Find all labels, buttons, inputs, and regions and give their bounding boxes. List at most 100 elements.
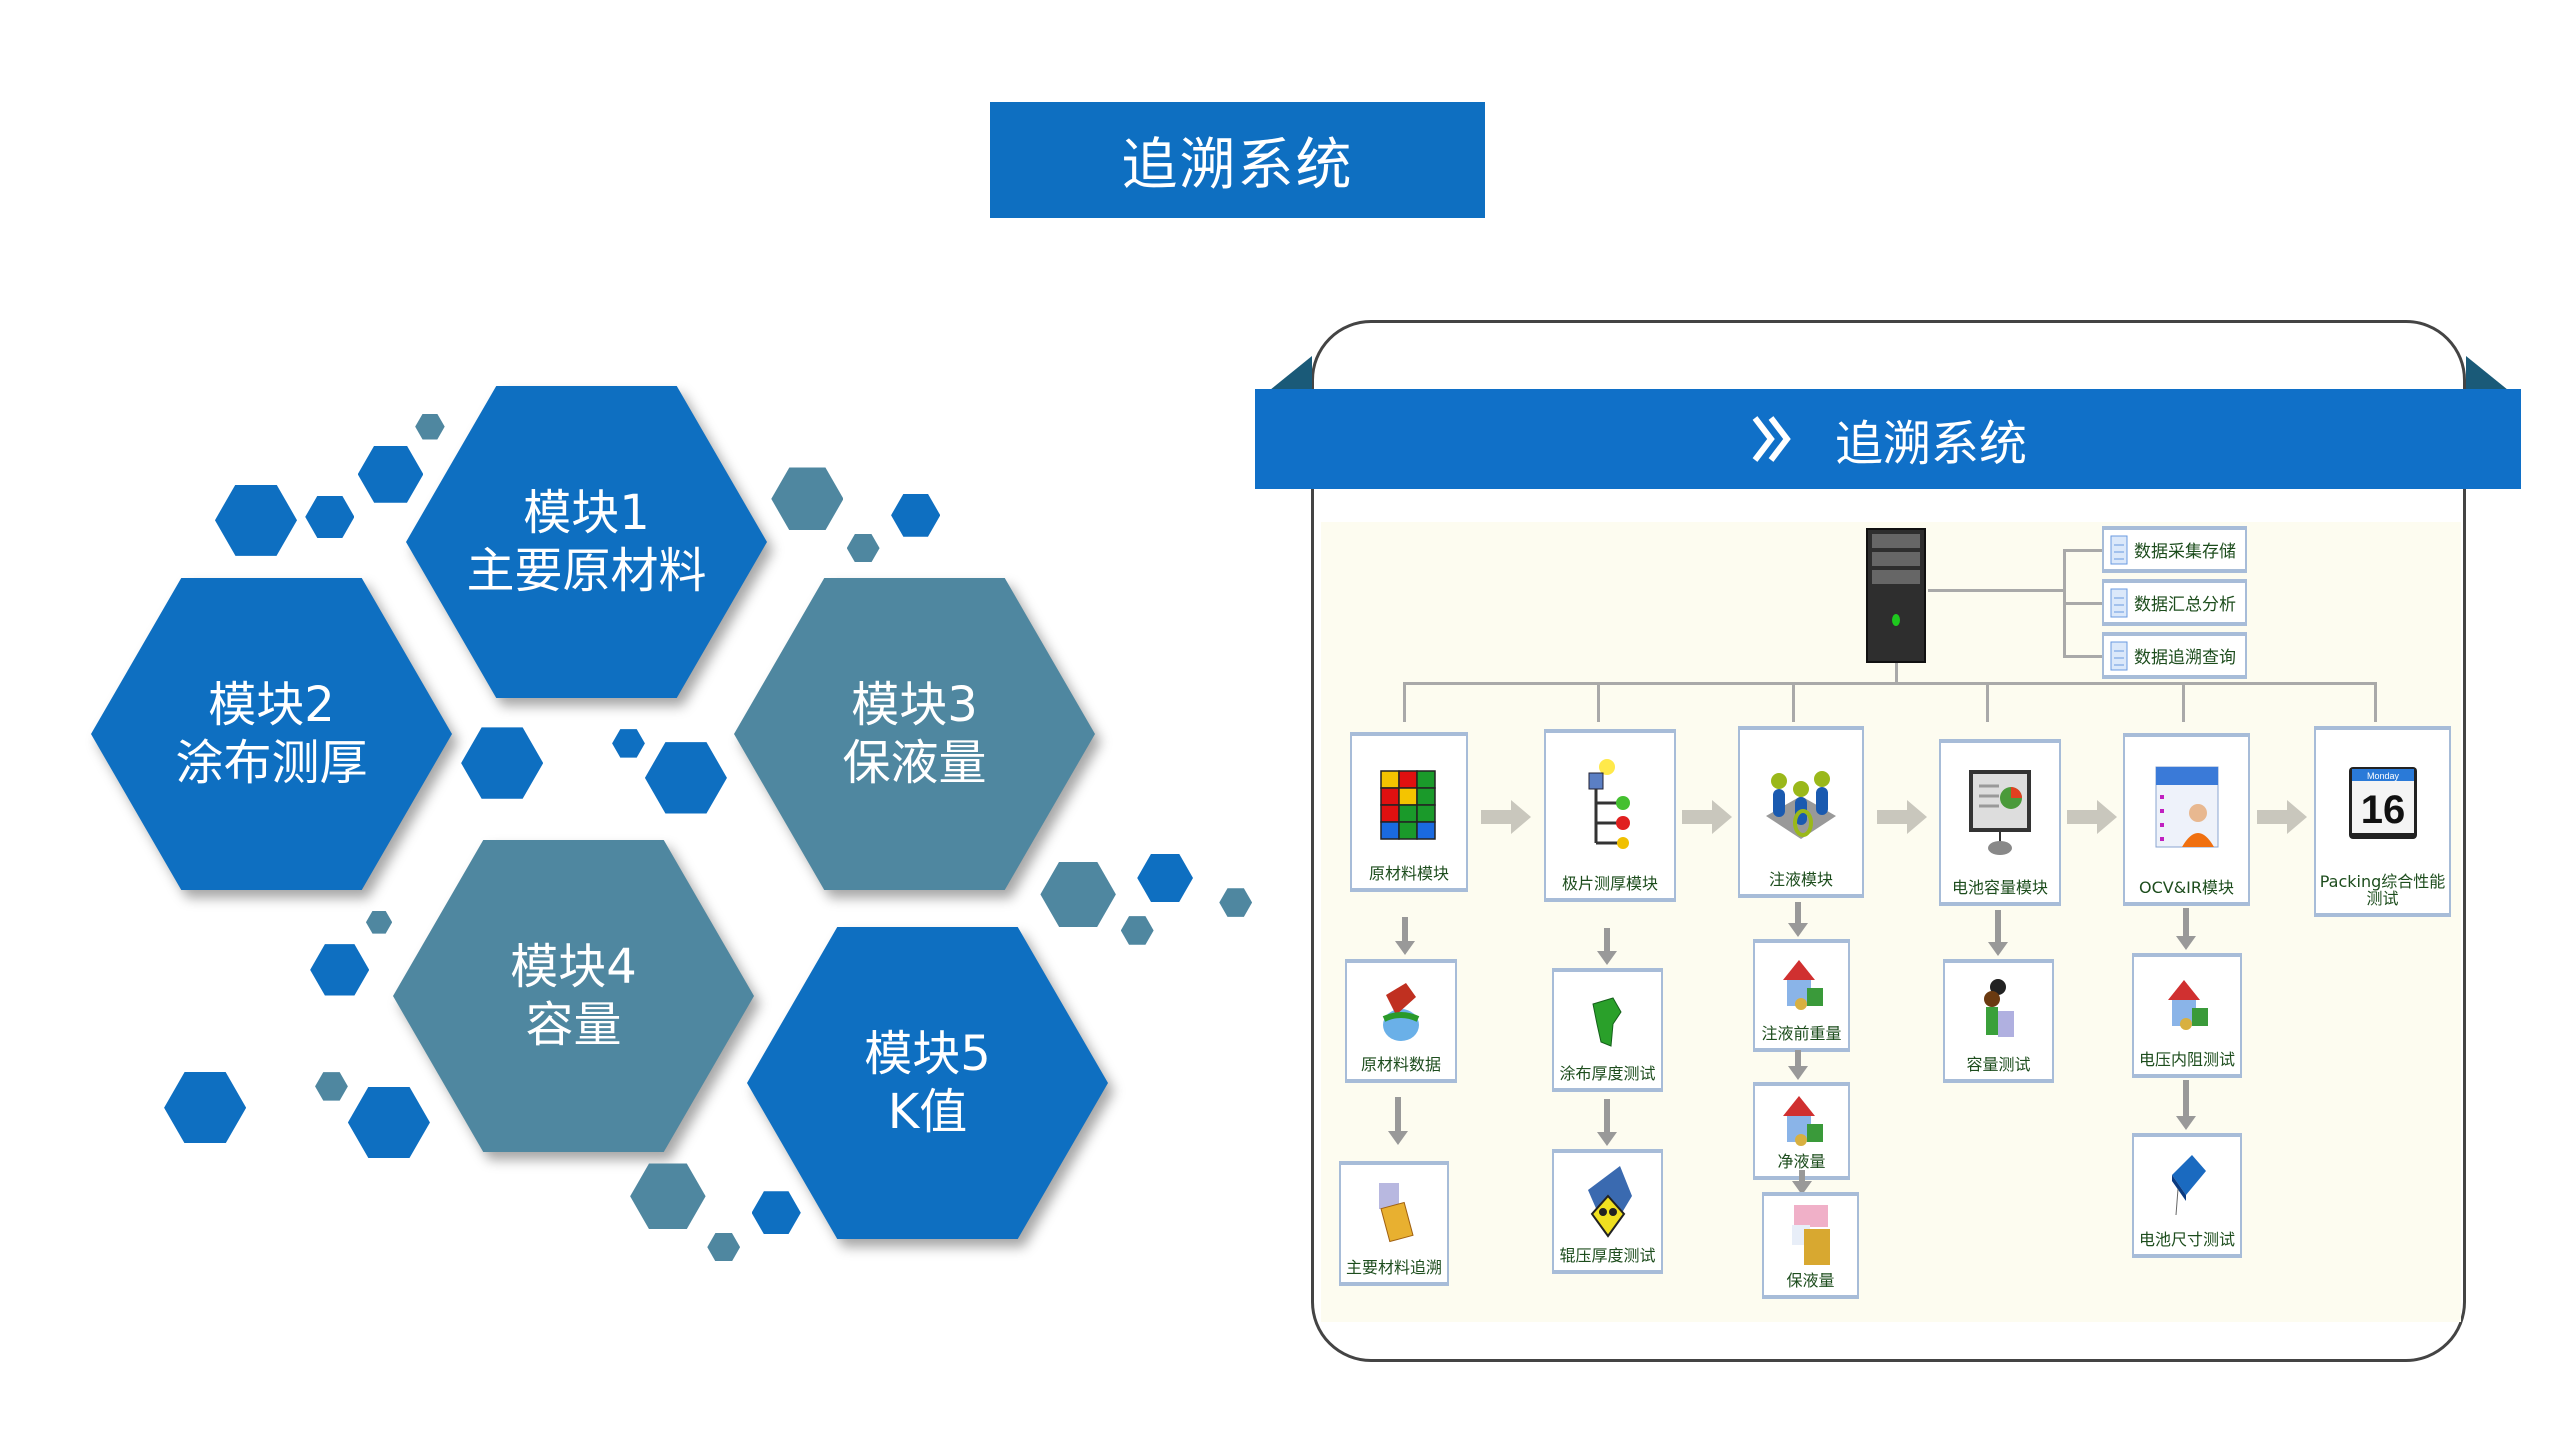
node-label: 极片测厚模块 [1561, 874, 1658, 893]
module-name: K值 [887, 1084, 968, 1140]
module-name: 涂布测厚 [175, 735, 368, 791]
form-icon [2125, 737, 2248, 879]
module-name: 保液量 [842, 735, 987, 791]
right-arrow [1876, 800, 1927, 834]
right-arrow [2067, 800, 2117, 834]
cube-icon [1352, 736, 1466, 865]
connector-line [1403, 682, 2376, 685]
calendar-day-name: Monday [2366, 771, 2399, 781]
down-arrow [2176, 1080, 2196, 1130]
decorative-small-hexagon [164, 1072, 247, 1144]
decorative-small-hexagon [315, 1072, 348, 1101]
down-arrow [1388, 1097, 1408, 1145]
server-function-1[interactable]: 数据采集存储 [2102, 526, 2247, 573]
sub-retention[interactable]: 保液量 [1762, 1192, 1859, 1299]
connector-line [1792, 682, 1795, 722]
node-label: 电池容量模块 [1951, 878, 2048, 897]
decorative-small-hexagon [891, 493, 941, 537]
decorative-small-hexagon [1120, 916, 1154, 945]
node-label: 主要材料追溯 [1345, 1258, 1442, 1277]
main-module-1[interactable]: 原材料模块 [1350, 732, 1468, 892]
sub-rolling-thickness[interactable]: 辊压厚度测试 [1552, 1149, 1663, 1274]
banner-title: 追溯系统 [1834, 416, 2027, 472]
connector-line [2063, 602, 2103, 605]
document-list-icon [2110, 588, 2128, 617]
down-arrow [1788, 1050, 1808, 1080]
module-number: 模块5 [864, 1026, 991, 1082]
right-arrow [1481, 800, 1531, 834]
document-list-icon [2110, 641, 2128, 670]
book-icon [2134, 1137, 2240, 1231]
tree-icon [1546, 733, 1674, 875]
main-module-5[interactable]: OCV&IR模块 [2123, 733, 2250, 906]
down-arrow [1792, 1170, 1812, 1195]
function-label: 数据采集存储 [2134, 542, 2236, 562]
main-module-4[interactable]: 电池容量模块 [1939, 739, 2061, 906]
globe-icon [1347, 963, 1455, 1056]
decorative-small-hexagon [771, 467, 844, 531]
function-label: 数据追溯查询 [2134, 648, 2236, 668]
down-arrow [1788, 902, 1808, 937]
node-label: 容量测试 [1966, 1055, 2031, 1074]
house-icon [2134, 957, 2240, 1051]
node-label: 注液前重量 [1761, 1024, 1842, 1043]
people-icon [1740, 730, 1862, 871]
server-icon [1866, 528, 1926, 663]
connector-line [2063, 655, 2103, 658]
connector-line [1986, 682, 1989, 722]
connector-line [2182, 682, 2185, 722]
box-icon [1764, 1196, 1857, 1272]
node-label: 注液模块 [1768, 870, 1833, 889]
clip-icon [1341, 1165, 1447, 1259]
decorative-small-hexagon [751, 1191, 801, 1235]
main-module-3[interactable]: 注液模块 [1738, 726, 1864, 898]
decorative-small-hexagon [461, 727, 544, 799]
down-arrow [2176, 908, 2196, 950]
down-arrow [1597, 928, 1617, 965]
sub-material-trace[interactable]: 主要材料追溯 [1339, 1161, 1449, 1286]
decorative-small-hexagon [612, 729, 645, 758]
server-function-3[interactable]: 数据追溯查询 [2102, 632, 2247, 679]
node-label: 电池尺寸测试 [2138, 1230, 2235, 1249]
server-function-2[interactable]: 数据汇总分析 [2102, 579, 2247, 626]
house-icon [1755, 1086, 1848, 1153]
banner-fold-left [1270, 356, 1312, 390]
function-label: 数据汇总分析 [2134, 595, 2236, 615]
decorative-small-hexagon [1219, 888, 1253, 917]
sub-net-liquid[interactable]: 净液量 [1753, 1082, 1850, 1180]
decorative-small-hexagon [644, 742, 727, 814]
connector-line [1597, 682, 1600, 722]
module-number: 模块1 [523, 485, 650, 541]
sub-raw-data[interactable]: 原材料数据 [1345, 959, 1457, 1083]
module-number: 模块3 [851, 677, 978, 733]
person-icon [1945, 963, 2052, 1056]
decorative-small-hexagon [305, 495, 355, 539]
node-label: Packing综合性能测试 [2319, 872, 2446, 908]
screen-icon [1941, 743, 2059, 879]
sub-coating-thickness[interactable]: 涂布厚度测试 [1552, 968, 1663, 1092]
right-arrow [2257, 800, 2307, 834]
banner-fold-right [2466, 356, 2508, 390]
decorative-small-hexagon [1137, 853, 1193, 903]
sub-battery-size-test[interactable]: 电池尺寸测试 [2132, 1133, 2242, 1258]
decorative-small-hexagon [310, 944, 370, 996]
sub-capacity-test[interactable]: 容量测试 [1943, 959, 2054, 1083]
connector-line [1928, 589, 2063, 592]
document-list-icon [2110, 535, 2128, 564]
green-icon [1554, 972, 1661, 1065]
node-label: 净液量 [1777, 1152, 1826, 1171]
decorative-small-hexagon [630, 1163, 706, 1230]
sub-voltage-ir-test[interactable]: 电压内阻测试 [2132, 953, 2242, 1078]
sub-pre-injection-weight[interactable]: 注液前重量 [1753, 939, 1850, 1052]
decorative-small-hexagon [365, 910, 393, 934]
node-label: 原材料模块 [1368, 864, 1449, 883]
main-module-2[interactable]: 极片测厚模块 [1544, 729, 1676, 902]
node-label: 原材料数据 [1360, 1055, 1441, 1074]
diamond-icon [1554, 1153, 1661, 1247]
decorative-small-hexagon [214, 484, 298, 556]
